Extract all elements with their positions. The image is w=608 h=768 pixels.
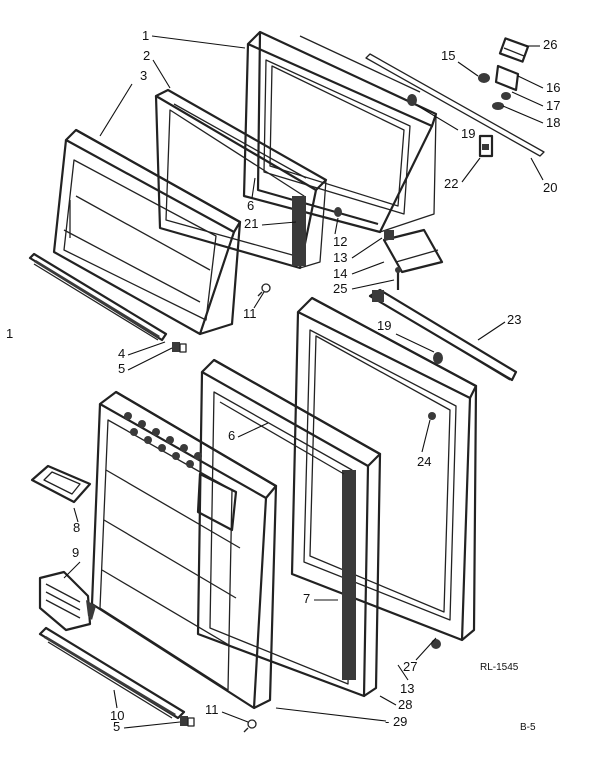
egg-rack-circles xyxy=(124,412,202,468)
callout-label-c24: 24 xyxy=(417,454,431,469)
callout-label-c11a: 11 xyxy=(243,306,257,321)
freezer-door-outer-panel xyxy=(242,30,438,234)
hinge-screw-25 xyxy=(395,267,401,290)
freezer-clip xyxy=(172,342,187,353)
callout-label-c23: 23 xyxy=(507,312,521,327)
callout-label-c14: 14 xyxy=(333,266,347,281)
bottom-shelf-rail xyxy=(38,626,186,720)
leader-line-c29 xyxy=(275,707,387,722)
callout-label-c18: 18 xyxy=(546,115,560,130)
leader-line-c16 xyxy=(517,75,544,89)
callout-label-c7: 7 xyxy=(303,591,310,606)
callout-label-c22: 22 xyxy=(444,176,458,191)
callout-label-c28: 28 xyxy=(398,697,412,712)
leader-line-c9 xyxy=(63,561,81,579)
dairy-door xyxy=(38,570,96,632)
leader-line-c1 xyxy=(151,35,246,49)
leader-line-c12 xyxy=(334,217,339,235)
leader-line-c6a xyxy=(251,177,256,199)
callout-label-c5b: 5 xyxy=(113,719,120,734)
leader-line-c10 xyxy=(113,689,118,709)
leader-line-c22 xyxy=(461,157,481,183)
leader-line-c17 xyxy=(511,91,544,107)
leader-line-c15 xyxy=(457,61,479,77)
callout-label-c25: 25 xyxy=(333,281,347,296)
fresh-food-door-outer-panel xyxy=(290,296,478,649)
fresh-food-door-gasket xyxy=(196,358,382,698)
callout-label-c27: 27 xyxy=(403,659,417,674)
callout-label-c26: 26 xyxy=(543,37,557,52)
leader-line-c20 xyxy=(530,157,544,181)
callout-label-c10: 10 xyxy=(110,708,124,723)
leader-line-c28 xyxy=(379,695,397,706)
leader-line-c2 xyxy=(152,59,171,89)
callout-label-c29: - 29 xyxy=(385,714,407,729)
leader-line-c6b xyxy=(237,422,269,438)
callout-label-c8: 8 xyxy=(73,520,80,535)
callout-label-c12: 12 xyxy=(333,234,347,249)
callout-label-c20: 20 xyxy=(543,180,557,195)
leader-line-c4 xyxy=(127,341,166,356)
leader-line-c21 xyxy=(261,221,297,226)
leader-line-c24 xyxy=(421,419,431,453)
callout-label-c19b: 19 xyxy=(377,318,391,333)
callout-label-c13b: 13 xyxy=(400,681,414,696)
callout-label-c5a: 5 xyxy=(118,361,125,376)
callout-label-c2: 2 xyxy=(143,48,150,63)
callout-label-c19a: 19 xyxy=(461,126,475,141)
side-mark: 1 xyxy=(6,326,13,341)
leader-line-c8 xyxy=(73,507,79,523)
callout-label-c13a: 13 xyxy=(333,250,347,265)
freezer-door-gasket xyxy=(154,88,328,270)
leader-line-c23 xyxy=(477,321,506,341)
leader-line-c11b xyxy=(221,711,249,723)
page-code: B-5 xyxy=(520,722,536,733)
top-hinge-assembly xyxy=(365,37,545,158)
callout-label-c15: 15 xyxy=(441,48,455,63)
lower-clip xyxy=(180,716,195,727)
freezer-stop-12 xyxy=(334,207,342,217)
callout-labels: 1234556678910111112131314151617181919202… xyxy=(63,28,560,734)
callout-label-c1: 1 xyxy=(142,28,149,43)
callout-label-c3: 3 xyxy=(140,68,147,83)
freezer-door-liner xyxy=(52,128,242,336)
leader-line-c11a xyxy=(253,291,265,309)
callout-label-c16: 16 xyxy=(546,80,560,95)
hinge-bracket xyxy=(382,228,444,274)
screw-11a xyxy=(257,283,271,297)
butter-dish xyxy=(30,464,92,504)
leader-line-c27 xyxy=(415,637,437,661)
leader-line-c5a xyxy=(127,347,173,371)
leader-line-c14 xyxy=(351,261,385,275)
callout-label-c17: 17 xyxy=(546,98,560,113)
callout-label-c11b: 11 xyxy=(205,702,219,717)
leader-line-c18 xyxy=(502,105,544,124)
callout-label-c21: 21 xyxy=(244,216,258,231)
leader-line-c3 xyxy=(99,83,133,137)
leader-line-c19b xyxy=(395,333,435,353)
leader-line-c13b xyxy=(397,664,409,681)
leader-line-c19a xyxy=(417,105,459,131)
callout-label-c6a: 6 xyxy=(247,198,254,213)
callout-label-c9: 9 xyxy=(72,545,79,560)
callout-label-c4: 4 xyxy=(118,346,125,361)
screw-11b xyxy=(243,719,257,733)
leader-line-c25 xyxy=(351,279,395,290)
leader-line-c13a xyxy=(351,237,383,259)
callout-label-c6b: 6 xyxy=(228,428,235,443)
drawing-code: RL-1545 xyxy=(480,662,519,673)
fresh-food-door-liner xyxy=(90,390,278,710)
fresh-food-top-rail xyxy=(368,288,518,382)
leader-line-c5b xyxy=(123,721,181,729)
freezer-shelf-rail xyxy=(28,252,168,342)
